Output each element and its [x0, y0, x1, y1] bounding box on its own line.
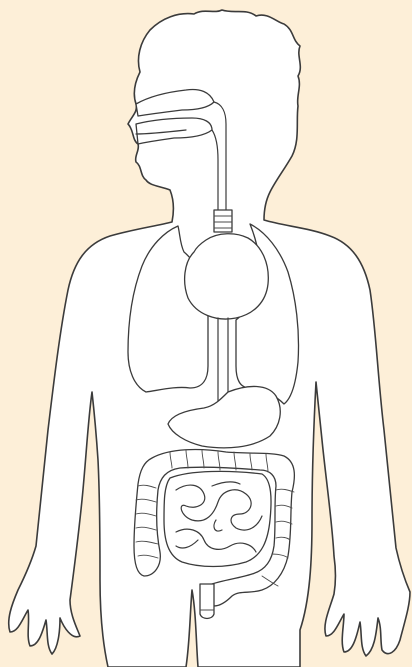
trachea — [214, 210, 232, 232]
rectum — [200, 584, 214, 619]
heart — [185, 234, 269, 319]
small-intestine — [164, 471, 271, 566]
body-outline — [9, 10, 410, 667]
